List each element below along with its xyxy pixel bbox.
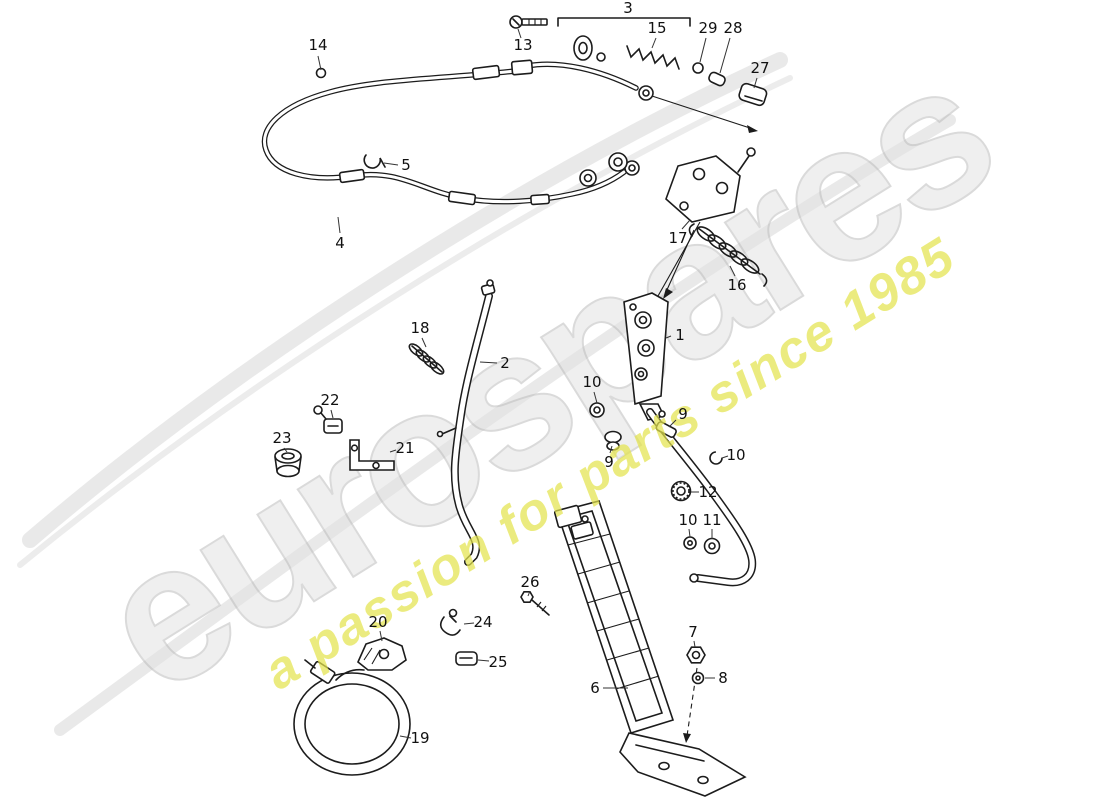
bushings-washers-drawing <box>589 402 723 555</box>
cable-assembly-drawing <box>261 15 758 206</box>
sleeve-28-drawing <box>708 71 726 87</box>
accelerator-pedal-6-drawing <box>520 500 747 797</box>
nut-7-drawing <box>686 646 706 664</box>
swoosh-curve-upper-echo <box>17 75 793 568</box>
mounting-bracket-1-drawing <box>623 292 669 421</box>
cap-27-drawing <box>738 82 768 107</box>
support-bracket-17-drawing <box>657 147 756 297</box>
swoosh-curve-lower <box>54 114 956 736</box>
swoosh-curve-upper <box>22 52 788 548</box>
pedal-base-drawing <box>619 732 747 797</box>
cable-hardware-group-drawing <box>557 17 768 107</box>
angle-bracket-21-drawing <box>349 439 395 471</box>
bracket-bushing-group-drawing <box>274 405 395 478</box>
bushing-23-drawing <box>274 448 302 478</box>
small-clips-drawing <box>357 608 478 671</box>
group-bracket-line <box>557 17 691 27</box>
bell-crank-rod-drawing <box>646 408 757 587</box>
bolt-26-drawing <box>520 590 550 616</box>
adjuster-screw-13-drawing <box>509 15 548 29</box>
clip-24-drawing <box>439 616 461 636</box>
ring-29-drawing <box>692 62 704 74</box>
pedal-lever-2-drawing <box>436 279 496 566</box>
spring-15-drawing <box>626 45 680 70</box>
cable-grommet-14-drawing <box>315 67 327 79</box>
return-spring-16-drawing <box>663 223 768 299</box>
washer-8-drawing <box>691 671 705 685</box>
hose-clamp-19-drawing <box>293 659 411 776</box>
lever-spring-18-drawing <box>408 343 445 375</box>
cable-clip-5-drawing <box>363 154 386 169</box>
cable-end-arrow <box>747 125 758 133</box>
